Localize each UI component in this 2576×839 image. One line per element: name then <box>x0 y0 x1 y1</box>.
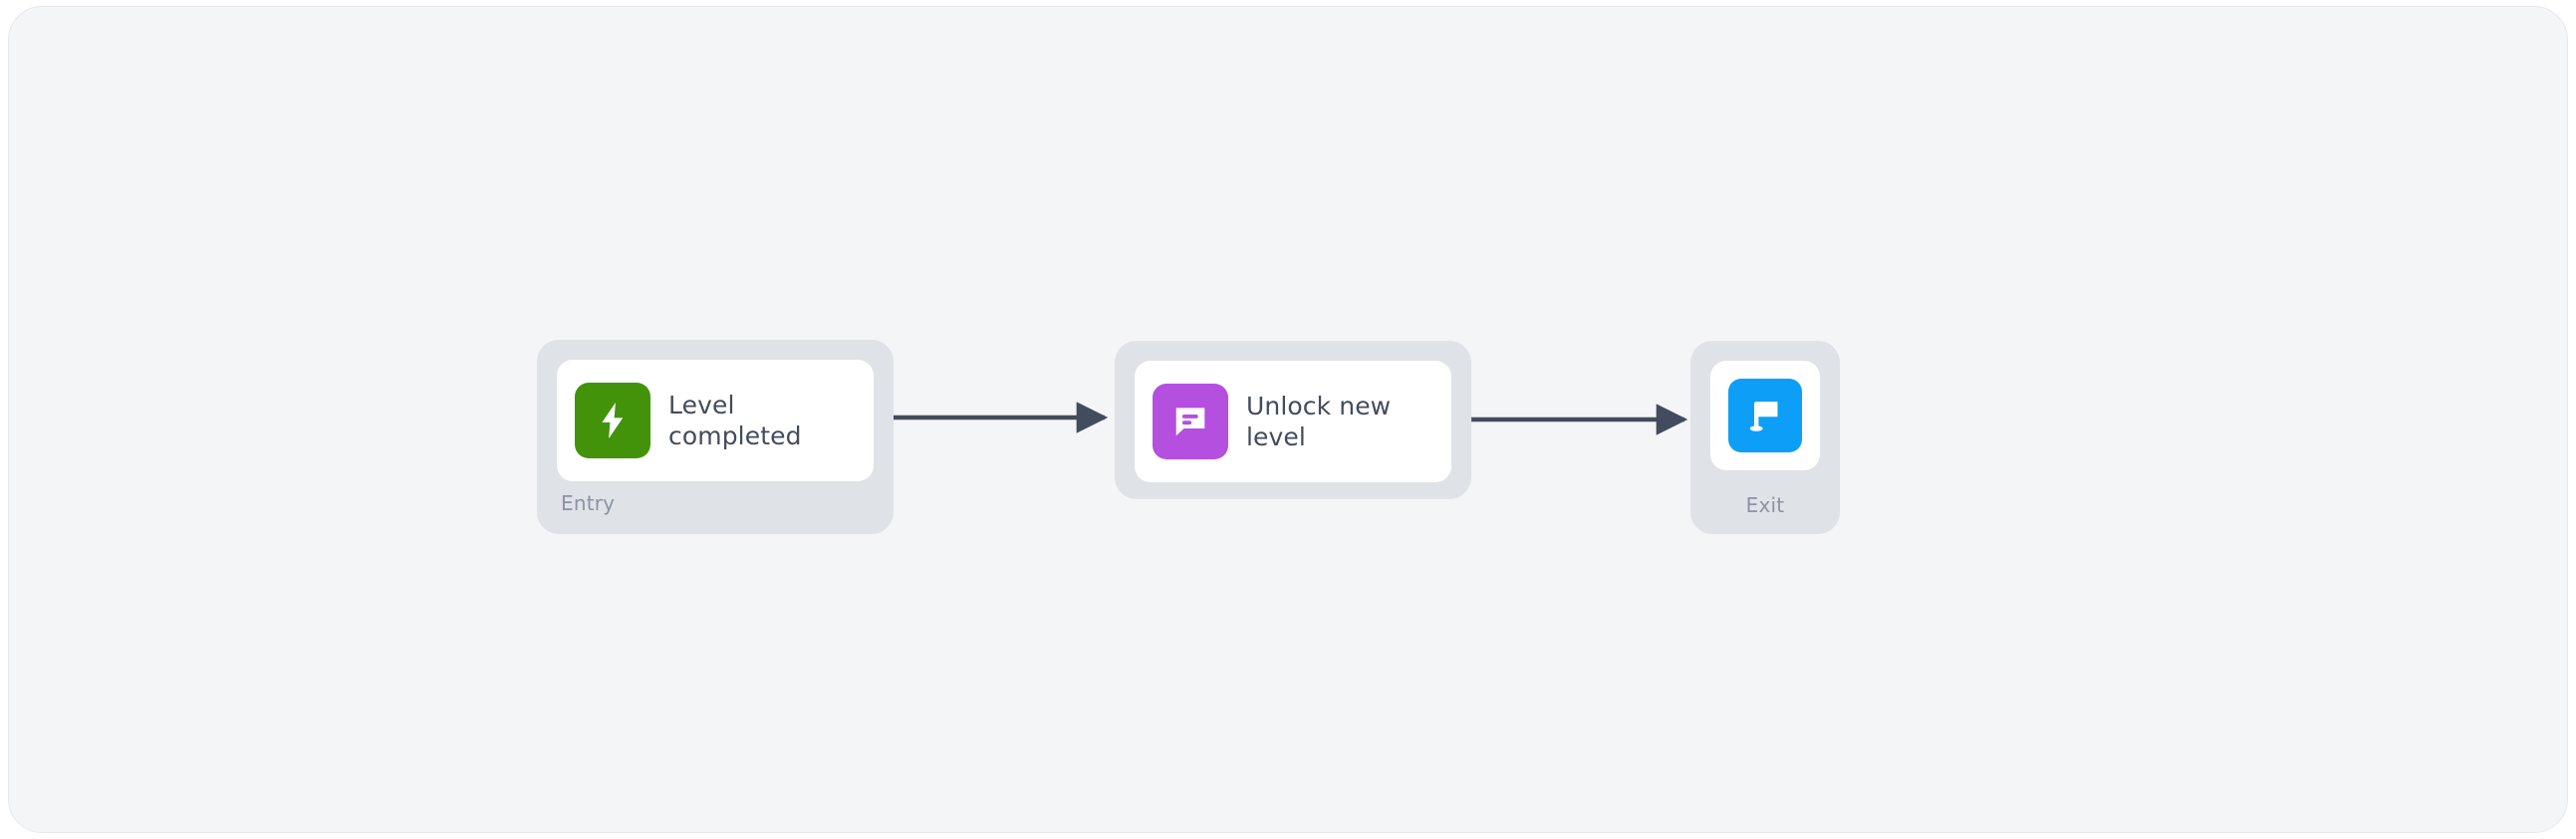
node-title-entry: Level completed <box>668 391 802 450</box>
flow-canvas[interactable]: Level completed Entry Unlock new level <box>8 6 2568 833</box>
edge-action-exit[interactable] <box>1446 404 1688 435</box>
flag-icon <box>1728 379 1802 452</box>
node-title-action: Unlock new level <box>1246 392 1392 451</box>
node-group-action[interactable]: Unlock new level <box>1115 341 1471 499</box>
edge-entry-action[interactable] <box>869 402 1109 433</box>
node-group-entry[interactable]: Level completed Entry <box>537 340 894 534</box>
node-group-exit[interactable]: Exit <box>1690 341 1840 534</box>
group-caption-exit: Exit <box>1745 493 1785 517</box>
node-card-entry[interactable]: Level completed <box>557 360 874 481</box>
lightning-bolt-icon <box>575 383 650 458</box>
node-card-action[interactable]: Unlock new level <box>1135 361 1451 482</box>
flow-layer: Level completed Entry Unlock new level <box>9 7 2567 832</box>
group-caption-entry: Entry <box>561 491 616 515</box>
chat-message-icon <box>1153 384 1228 459</box>
node-card-exit[interactable] <box>1710 361 1820 470</box>
